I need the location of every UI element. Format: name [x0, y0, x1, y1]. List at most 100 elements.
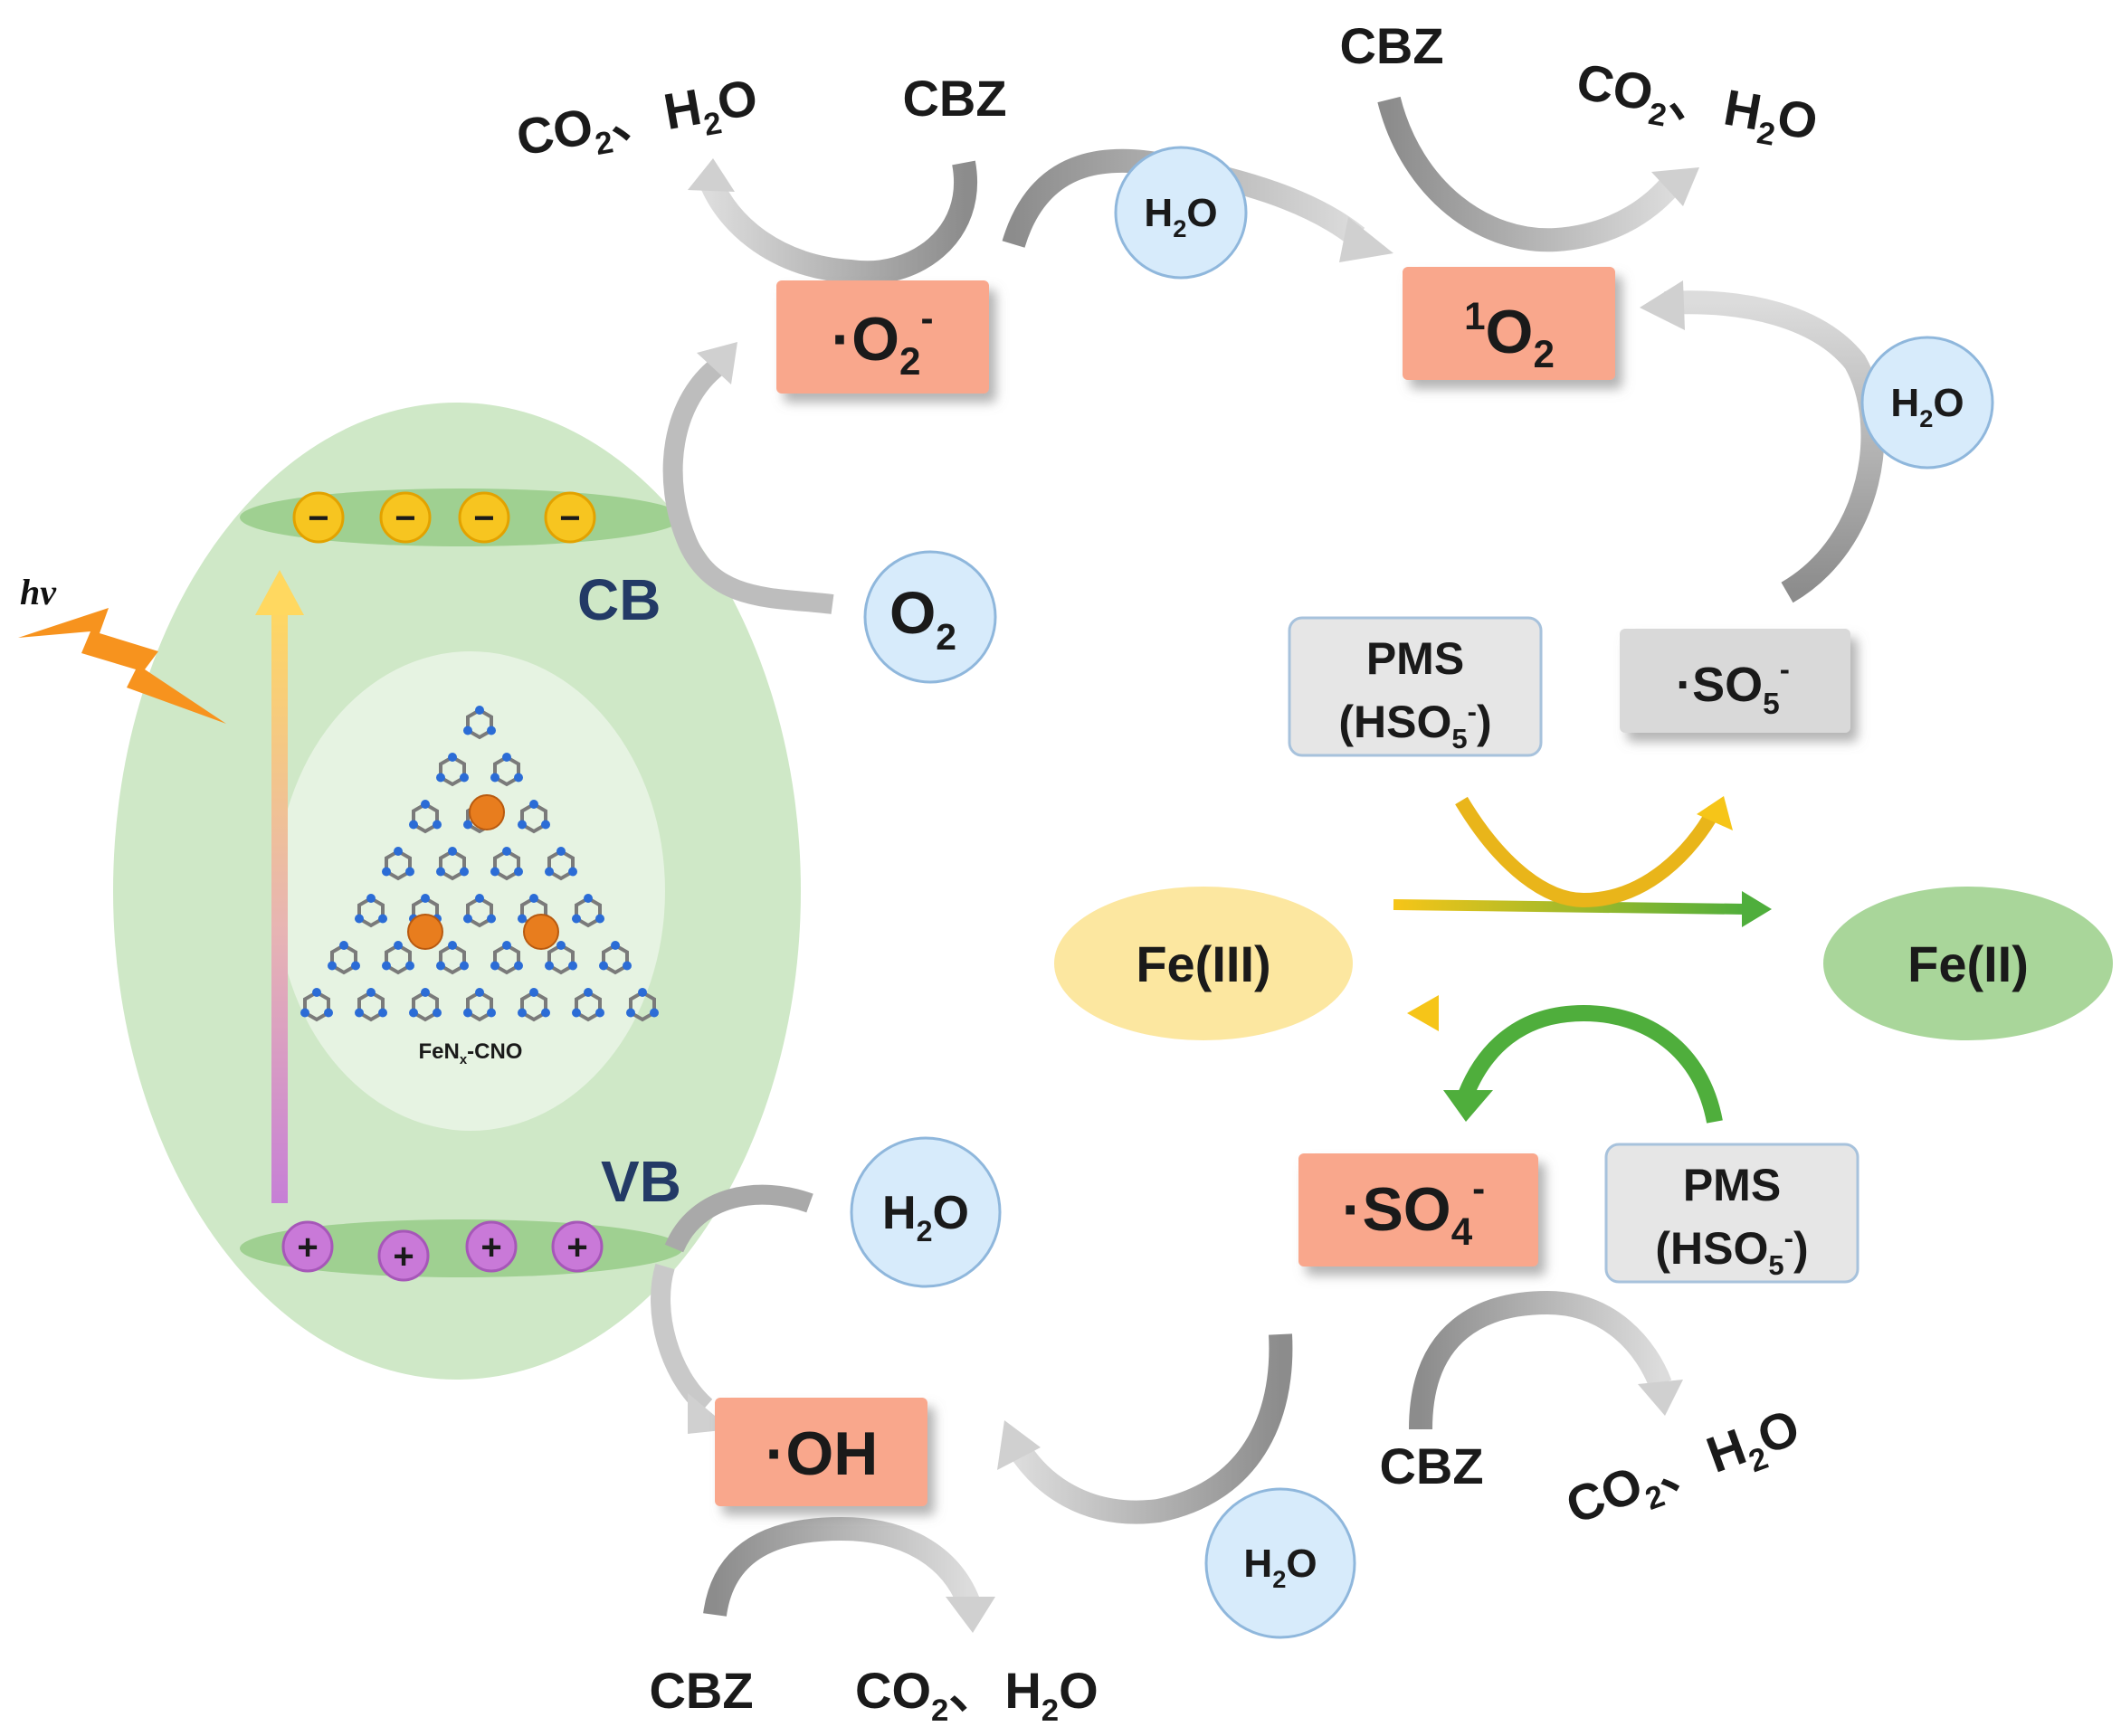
nitrogen-atom [421, 988, 430, 997]
electron: − [544, 491, 596, 544]
arrow-vb-to-h2o [664, 1184, 813, 1253]
sulfopentoxy-radical-label: ·SO5- [1676, 653, 1790, 721]
lightning-icon [18, 608, 226, 724]
nitrogen-atom [490, 961, 499, 971]
singlet-oxygen-label: 1O2 [1464, 295, 1555, 375]
sulfopentoxy-radical-box [1620, 629, 1850, 733]
nitrogen-atom [433, 1008, 442, 1018]
svg-text:+: + [566, 1228, 587, 1267]
light-label: hv [20, 572, 57, 612]
nitrogen-atom [545, 961, 554, 971]
svg-text:H2O: H2O [1243, 1542, 1317, 1593]
iron-cycle-arrows [1393, 796, 1772, 1124]
arrow-pms-to-so5 [1455, 796, 1721, 908]
electron: − [379, 491, 432, 544]
nitrogen-atom [436, 961, 445, 971]
cbz-label: CBZ [902, 70, 1006, 127]
svg-text:H2O: H2O [1144, 191, 1217, 242]
nitrogen-atom [355, 1008, 364, 1018]
arrow-head [697, 342, 737, 384]
svg-text:+: + [480, 1228, 501, 1267]
hole: + [465, 1220, 518, 1273]
catalyst-inner-ellipse [276, 651, 665, 1131]
nitrogen-atom [448, 941, 457, 950]
nitrogen-atom [541, 820, 550, 830]
sulfate-radical-label: ·SO4- [1342, 1167, 1485, 1253]
fe3-label: Fe(III) [1136, 935, 1270, 992]
lattice-ring [466, 896, 493, 928]
fenx-cno-structure [300, 706, 659, 1022]
svg-text:CO2、H2O: CO2、H2O [1559, 1398, 1810, 1542]
iron-atom [469, 794, 505, 830]
hydroxyl-label: ·OH [766, 1419, 879, 1488]
nitrogen-atom [518, 1008, 527, 1018]
pms-formula: (HSO5-) [1655, 1222, 1808, 1281]
fe3-ellipse [1054, 887, 1353, 1040]
hole: + [281, 1220, 334, 1273]
lattice-ring [303, 990, 330, 1022]
nitrogen-atom [339, 941, 348, 950]
svg-text:−: − [395, 498, 415, 538]
iron-atom [523, 914, 559, 950]
pms-label: PMS [1683, 1160, 1781, 1210]
cbz-label: CBZ [649, 1662, 753, 1719]
svg-text:−: − [308, 498, 328, 538]
svg-text:−: − [559, 498, 580, 538]
svg-text:+: + [297, 1228, 318, 1267]
arrow-sulfate-to-hydroxyl [1007, 1333, 1293, 1524]
nitrogen-atom [487, 726, 496, 735]
nitrogen-atom [463, 1008, 472, 1018]
lattice-ring [412, 802, 439, 834]
nitrogen-atom [460, 961, 469, 971]
nitrogen-atom [529, 800, 538, 809]
lattice-ring [493, 754, 520, 787]
o2-circle: O2 [863, 550, 997, 684]
h2o-circle: H2O [850, 1136, 1002, 1288]
products-label: CO2、H2O [1573, 52, 1821, 153]
nitrogen-atom [568, 961, 577, 971]
arrow-head [1697, 796, 1733, 830]
hole: + [551, 1220, 604, 1273]
nitrogen-atom [409, 1008, 418, 1018]
lattice-ring [575, 990, 602, 1022]
nitrogen-atom [514, 961, 523, 971]
nitrogen-atom [463, 914, 472, 924]
nitrogen-atom [421, 800, 430, 809]
products-label: CO2、H2O [512, 68, 763, 175]
nitrogen-atom [502, 753, 511, 762]
photocatalyst-particle: − − − − + + + + CB VB FeNx-CNO [113, 403, 801, 1380]
arrow-cbz-cycle-superoxide [699, 160, 977, 285]
sulfate-radical-box [1298, 1153, 1538, 1266]
lattice-ring [602, 943, 629, 975]
nitrogen-atom [556, 847, 566, 856]
singlet-oxygen-box [1403, 267, 1615, 380]
nitrogen-atom [490, 773, 499, 783]
svg-text:CO2、H2O: CO2、H2O [512, 68, 763, 175]
h2o-circle: H2O [1204, 1487, 1356, 1639]
nitrogen-atom [300, 1008, 309, 1018]
nitrogen-atom [460, 867, 469, 877]
nitrogen-atom [638, 988, 647, 997]
lattice-ring [439, 849, 466, 881]
lattice-ring [547, 943, 575, 975]
lattice-ring [466, 990, 493, 1022]
pms-box-top [1288, 616, 1543, 757]
h2o-circle: H2O [1114, 146, 1248, 280]
lattice-ring [412, 990, 439, 1022]
nitrogen-atom [584, 894, 593, 903]
arrow-head [946, 1597, 995, 1633]
lattice-ring [439, 754, 466, 787]
nitrogen-atom [529, 988, 538, 997]
nitrogen-atom [487, 914, 496, 924]
hole: + [377, 1229, 430, 1282]
superoxide-label: ·O2- [831, 297, 933, 383]
arrow-h2o-to-hydroxyl [651, 1263, 713, 1415]
nitrogen-atom [529, 894, 538, 903]
nitrogen-atom [436, 867, 445, 877]
cbz-label: CBZ [1339, 17, 1443, 74]
lattice-ring [385, 849, 412, 881]
nitrogen-atom [475, 988, 484, 997]
lattice-ring [357, 990, 385, 1022]
nitrogen-atom [595, 914, 604, 924]
cbz-label: CBZ [1379, 1437, 1483, 1494]
